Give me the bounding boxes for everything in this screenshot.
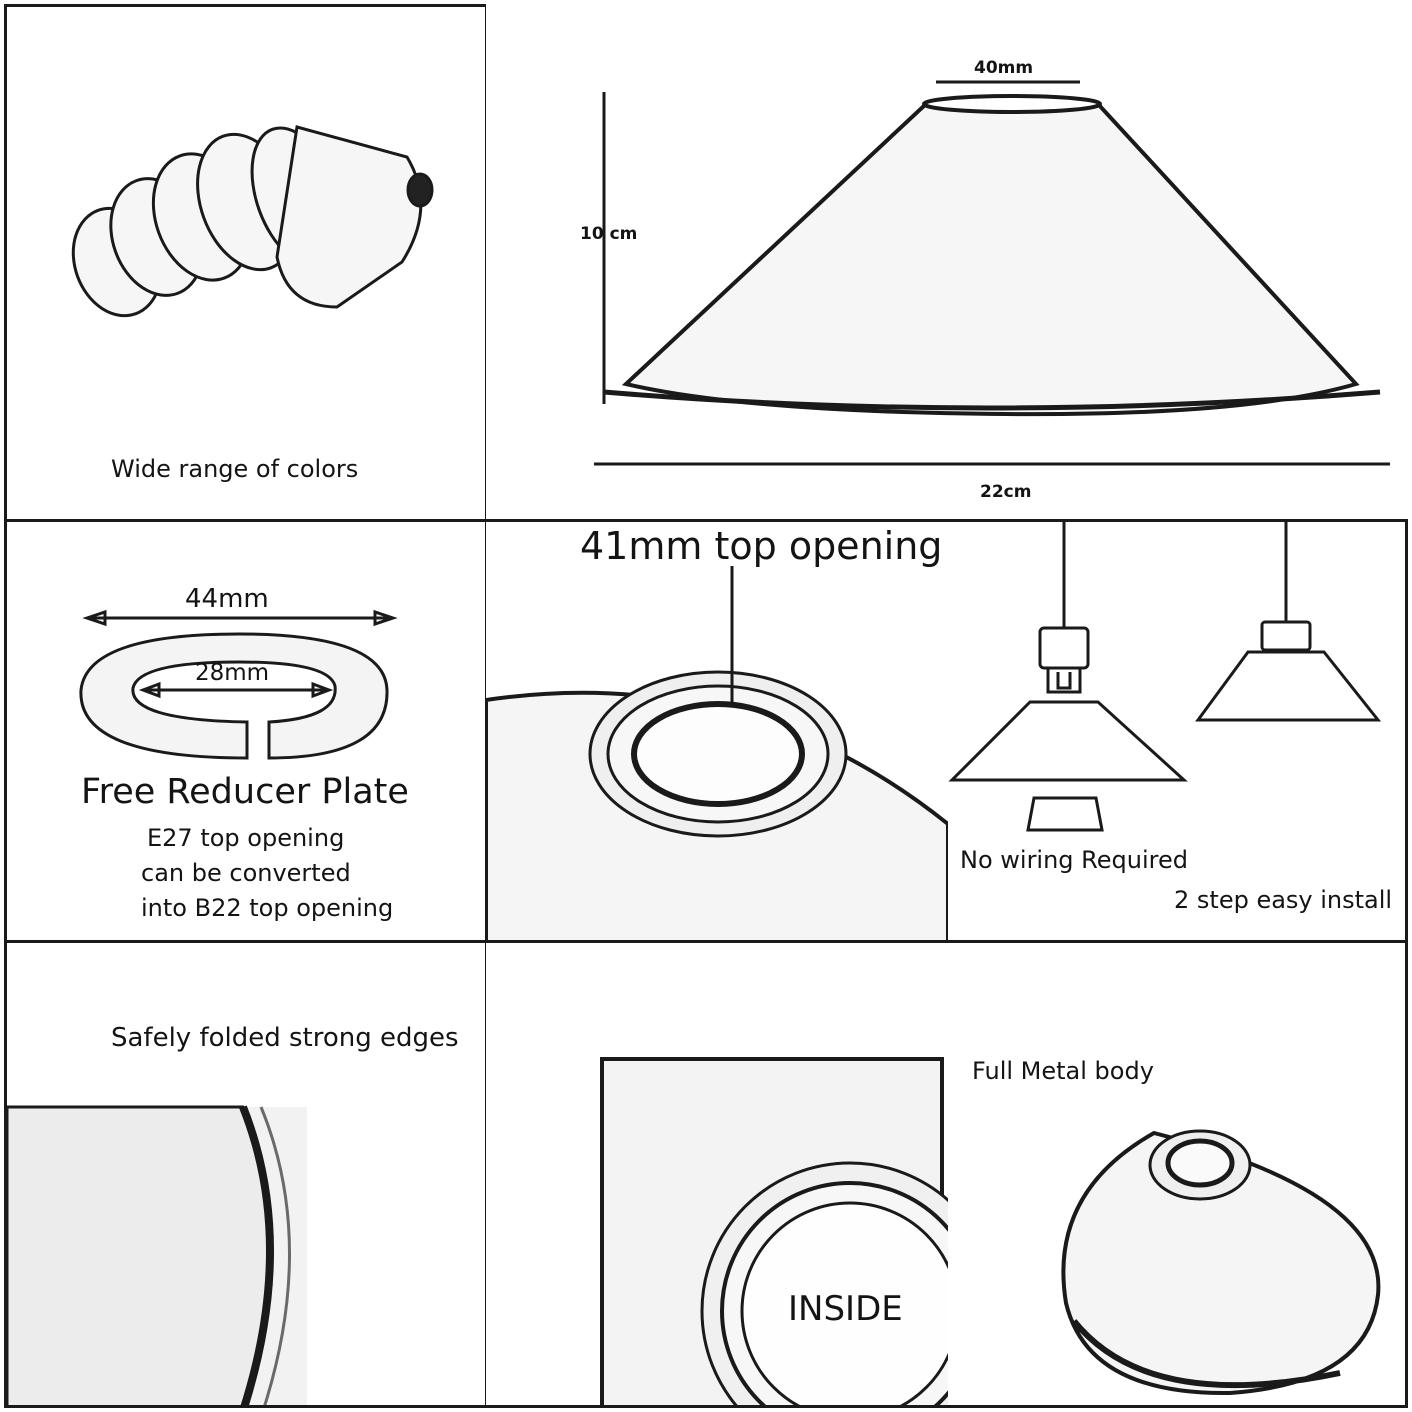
panel-metal: Full Metal body — [948, 940, 1408, 1408]
height-label: 10 cm — [580, 224, 638, 244]
metal-caption: Full Metal body — [972, 1057, 1154, 1085]
panel-reducer: 44mm 28mm Free Reducer Plate E27 top ope… — [4, 519, 488, 943]
inner-diameter-arrow — [138, 681, 334, 699]
colors-caption: Wide range of colors — [111, 455, 359, 483]
reducer-ring-icon — [1026, 796, 1104, 832]
install-line-2: 2 step easy install — [1174, 886, 1393, 914]
install-line-1: No wiring Required — [960, 846, 1188, 874]
outer-diameter-arrow — [82, 609, 398, 627]
metal-shade-illustration — [1061, 1129, 1381, 1396]
panel-colors: Wide range of colors — [4, 4, 488, 522]
panel-opening: 41mm top opening — [486, 519, 951, 943]
cone-shade-icon — [603, 94, 1381, 417]
reducer-line-1: E27 top opening — [147, 824, 345, 852]
outer-diameter-label: 44mm — [185, 584, 269, 614]
reducer-plate-illustration — [79, 609, 398, 760]
panel-edges: Safely folded strong edges — [4, 940, 488, 1408]
lamp-holder-left-icon — [1038, 626, 1090, 670]
panel-install: No wiring Required 2 step easy install — [948, 519, 1408, 943]
install-steps-illustration — [948, 522, 1382, 832]
folded-edge-closeup — [7, 1105, 307, 1405]
top-width-label: 40mm — [974, 58, 1034, 78]
panel-inside: INSIDE — [486, 940, 951, 1408]
stacked-shades-illustration — [71, 125, 434, 318]
reducer-line-2: can be converted — [141, 859, 351, 887]
edges-caption: Safely folded strong edges — [111, 1023, 459, 1053]
inside-label: INSIDE — [788, 1289, 903, 1329]
dimension-drawing — [594, 80, 1390, 466]
lamp-holder-right-icon — [1260, 620, 1312, 652]
top-opening-closeup — [486, 566, 948, 940]
inner-diameter-label: 28mm — [195, 660, 270, 686]
inside-closeup — [600, 1057, 948, 1405]
reducer-title: Free Reducer Plate — [81, 772, 409, 812]
panel-dimensions: 40mm 10 cm 22cm — [486, 4, 1408, 522]
shade-left-icon — [948, 700, 1188, 782]
shade-right-icon — [1195, 650, 1382, 722]
reducer-line-3: into B22 top opening — [141, 894, 394, 922]
bottom-width-label: 22cm — [980, 482, 1032, 502]
opening-label: 41mm top opening — [580, 524, 943, 568]
